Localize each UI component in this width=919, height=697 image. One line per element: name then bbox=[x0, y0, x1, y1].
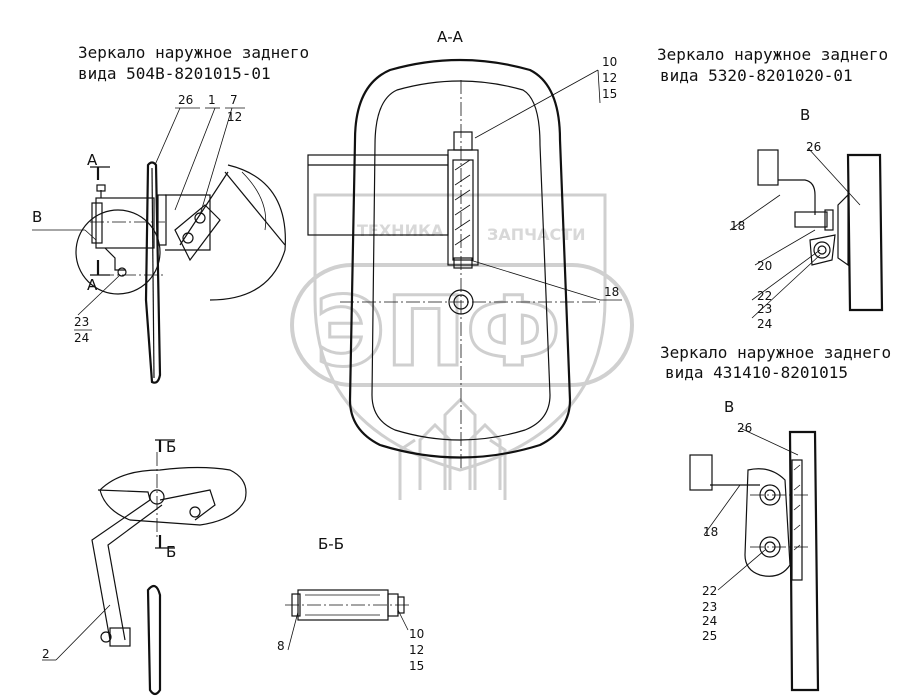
view-v-left-label: В bbox=[32, 208, 42, 226]
callout-2-lb: 2 bbox=[42, 647, 50, 661]
callout-18-aa: 18 bbox=[604, 285, 619, 299]
callout-23-rt: 23 bbox=[757, 302, 772, 316]
view-v-top-label: В bbox=[800, 106, 810, 124]
callout-22-rt: 22 bbox=[757, 289, 772, 303]
callout-24-rt: 24 bbox=[757, 317, 772, 331]
caption-right-top-line1: Зеркало наружное заднего bbox=[657, 45, 888, 64]
callout-18-rt: 18 bbox=[730, 219, 745, 233]
callout-12-bb: 12 bbox=[409, 643, 424, 657]
right-bottom-view bbox=[689, 427, 820, 692]
callout-23-rb: 23 bbox=[702, 600, 717, 614]
callout-1-left: 1 bbox=[208, 93, 216, 107]
callout-15-bb: 15 bbox=[409, 659, 424, 673]
callout-22-rb: 22 bbox=[702, 584, 717, 598]
callout-26-rt: 26 bbox=[806, 140, 821, 154]
callout-7-left: 7 bbox=[230, 93, 238, 107]
callout-23-left: 23 bbox=[74, 315, 89, 329]
watermark-text-left: ТЕХНИКА bbox=[357, 221, 444, 240]
callout-15-aa: 15 bbox=[602, 87, 617, 101]
caption-left-line2: вида 504В-8201015-01 bbox=[78, 64, 271, 83]
callout-20-rt: 20 bbox=[757, 259, 772, 273]
left-bottom-mirror bbox=[42, 439, 247, 696]
caption-left-line1: Зеркало наружное заднего bbox=[78, 43, 309, 62]
cut-a-top-label: А bbox=[87, 151, 98, 169]
section-bb-drawing bbox=[285, 589, 410, 651]
watermark-logo: ЭПФ bbox=[315, 276, 561, 388]
callout-26-left: 26 bbox=[178, 93, 193, 107]
cut-b-top-label: Б bbox=[166, 438, 176, 456]
callout-10-bb: 10 bbox=[409, 627, 424, 641]
watermark-text-right: ЗАПЧАСТИ bbox=[487, 225, 586, 244]
caption-right-mid-line2: вида 431410-8201015 bbox=[665, 363, 848, 382]
caption-right-mid-line1: Зеркало наружное заднего bbox=[660, 343, 891, 362]
callout-12-left: 12 bbox=[227, 110, 242, 124]
section-aa-drawing bbox=[307, 58, 622, 470]
section-aa-title: А-А bbox=[437, 28, 464, 46]
callout-25-rb: 25 bbox=[702, 629, 717, 643]
caption-right-top-line2: вида 5320-8201020-01 bbox=[660, 66, 853, 85]
section-bb-title: Б-Б bbox=[318, 535, 344, 553]
callout-10-aa: 10 bbox=[602, 55, 617, 69]
callout-24-left: 24 bbox=[74, 331, 89, 345]
callout-26-rb: 26 bbox=[737, 421, 752, 435]
callout-8-bb: 8 bbox=[277, 639, 285, 653]
right-top-view bbox=[729, 147, 884, 319]
callout-18-rb: 18 bbox=[703, 525, 718, 539]
cut-b-bottom-label: Б bbox=[166, 543, 176, 561]
callout-12-aa: 12 bbox=[602, 71, 617, 85]
callout-24-rb: 24 bbox=[702, 614, 717, 628]
left-mirror-assembly bbox=[32, 107, 286, 384]
view-v-mid-label: В bbox=[724, 398, 734, 416]
